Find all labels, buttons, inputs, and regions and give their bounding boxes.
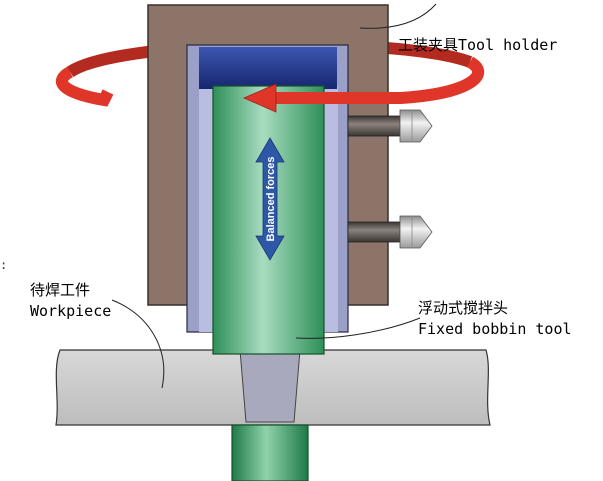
stray-mark: :: [0, 258, 8, 272]
rotation-arrow-head: [243, 83, 277, 113]
balanced-forces-arrow: Balanced forces: [255, 137, 285, 261]
workpiece-label-cn: 待焊工件: [30, 281, 91, 299]
bobbin-tool-label-cn: 浮动式搅拌头: [418, 299, 509, 317]
rotation-arrow-tail: [56, 66, 114, 107]
sleeve-inner-left: [199, 86, 213, 332]
holder-cap: [199, 47, 337, 89]
bolt-upper: [347, 109, 433, 143]
rotation-arrow-front: [270, 56, 485, 104]
balanced-forces-label: Balanced forces: [265, 157, 277, 242]
leader-workpiece: [111, 299, 165, 389]
tool-holder-label: 工装夹具Tool holder: [398, 36, 558, 54]
sleeve-inner-right: [324, 86, 338, 332]
weld-zone: [239, 349, 301, 423]
bobbin-tool-label-en: Fixed bobbin tool: [418, 320, 572, 338]
leader-tool-holder: [359, 3, 437, 29]
bobbin-tool-shank: [231, 424, 309, 481]
bolt-lower: [347, 215, 433, 249]
workpiece-label-en: Workpiece: [30, 302, 112, 320]
leader-bobbin-tool: [295, 317, 421, 339]
